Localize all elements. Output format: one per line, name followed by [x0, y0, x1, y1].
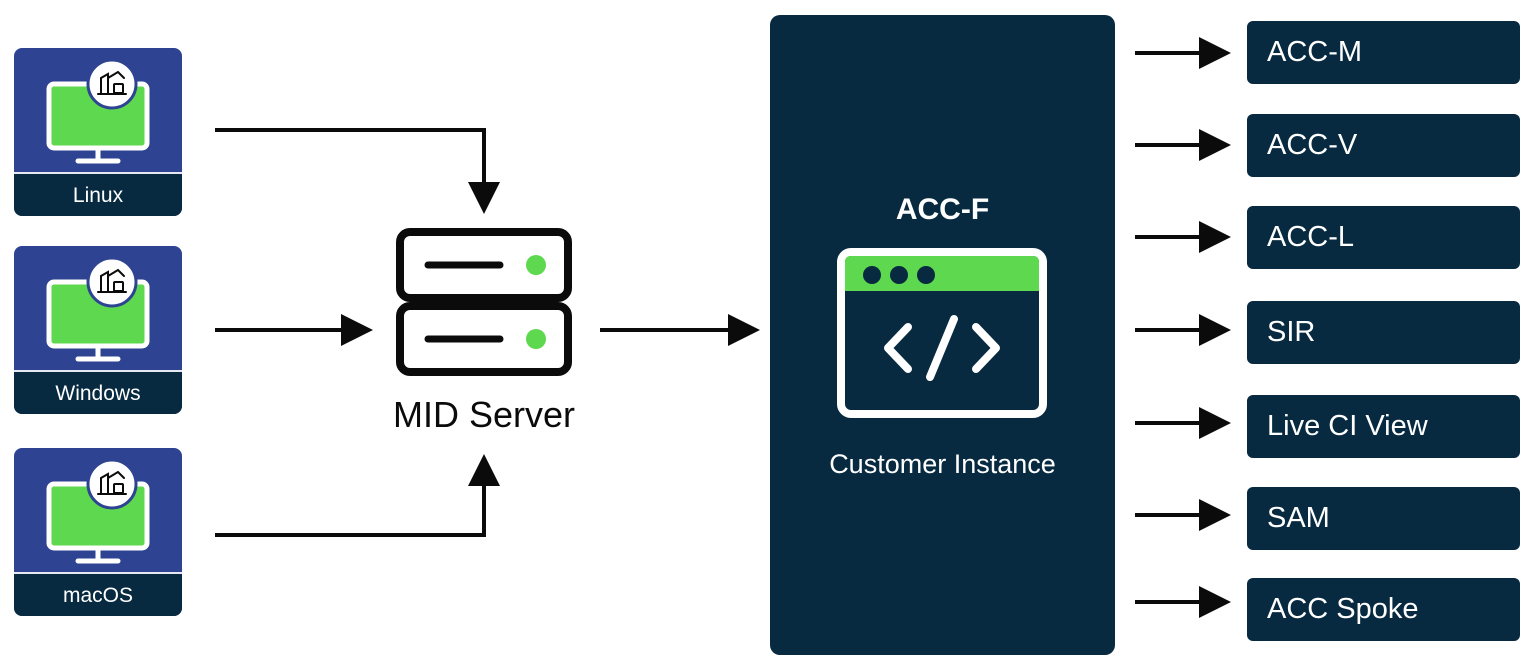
source-label-windows: Windows: [14, 370, 182, 414]
arrow-macos-to-mid: [215, 454, 500, 537]
server-rack-icon: [396, 228, 572, 376]
target-sir: SIR: [1247, 301, 1520, 364]
target-live-ci-view: Live CI View: [1247, 395, 1520, 458]
target-acc-l: ACC-L: [1247, 206, 1520, 269]
source-card-linux: Linux: [14, 48, 182, 216]
source-card-windows: Windows: [14, 246, 182, 414]
target-acc-spoke: ACC Spoke: [1247, 578, 1520, 641]
target-sam: SAM: [1247, 487, 1520, 550]
source-label-linux: Linux: [14, 172, 182, 216]
computer-monitor-icon: [46, 458, 150, 564]
arrow-linux-to-mid: [215, 128, 500, 214]
customer-instance-panel: ACC-F Customer Instance: [770, 15, 1115, 655]
target-acc-m: ACC-M: [1247, 21, 1520, 84]
source-card-macos: macOS: [14, 448, 182, 616]
computer-monitor-icon: [46, 256, 150, 362]
mid-server-label: MID Server: [392, 394, 576, 435]
source-label-macos: macOS: [14, 572, 182, 616]
instance-label: Customer Instance: [829, 449, 1056, 479]
instance-title: ACC-F: [895, 193, 990, 226]
computer-monitor-icon: [46, 58, 150, 164]
target-acc-v: ACC-V: [1247, 114, 1520, 177]
code-window-icon: [837, 248, 1047, 418]
